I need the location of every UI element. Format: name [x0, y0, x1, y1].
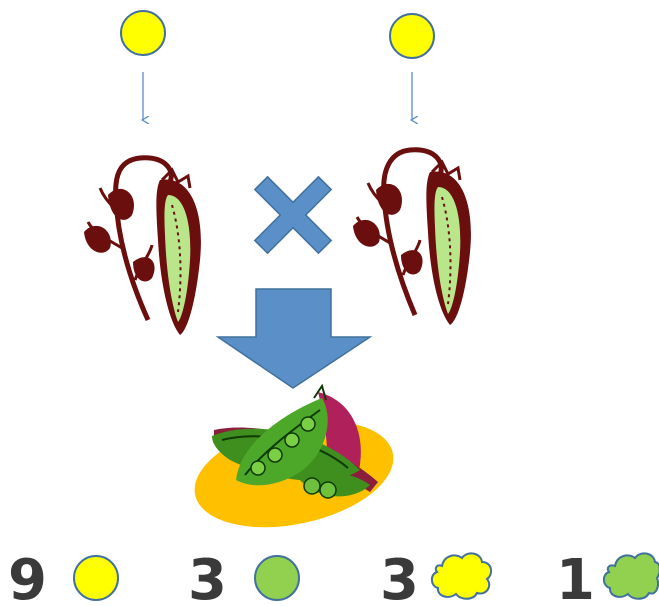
- down-arrow-icon: [215, 288, 373, 389]
- parent-right-round-yellow-seed-icon: [389, 13, 435, 59]
- ratio-count-wrinkled-green: 1: [556, 548, 595, 606]
- round-green-seed-icon: [254, 555, 300, 601]
- ratio-count-wrinkled-yellow: 3: [380, 548, 419, 606]
- pea-plant-right-icon: [353, 147, 471, 325]
- ratio-count-round-green: 3: [188, 548, 227, 606]
- pea-pods-icon: [194, 383, 394, 528]
- ratio-count-round-yellow: 9: [8, 548, 47, 606]
- pea-plant-left-icon: [84, 155, 201, 335]
- round-yellow-seed-icon: [73, 555, 119, 601]
- cross-icon: [253, 175, 333, 255]
- wrinkled-green-seed-icon: [602, 552, 659, 600]
- wrinkled-yellow-seed-icon: [430, 552, 493, 600]
- parent-left-round-yellow-seed-icon: [120, 10, 166, 56]
